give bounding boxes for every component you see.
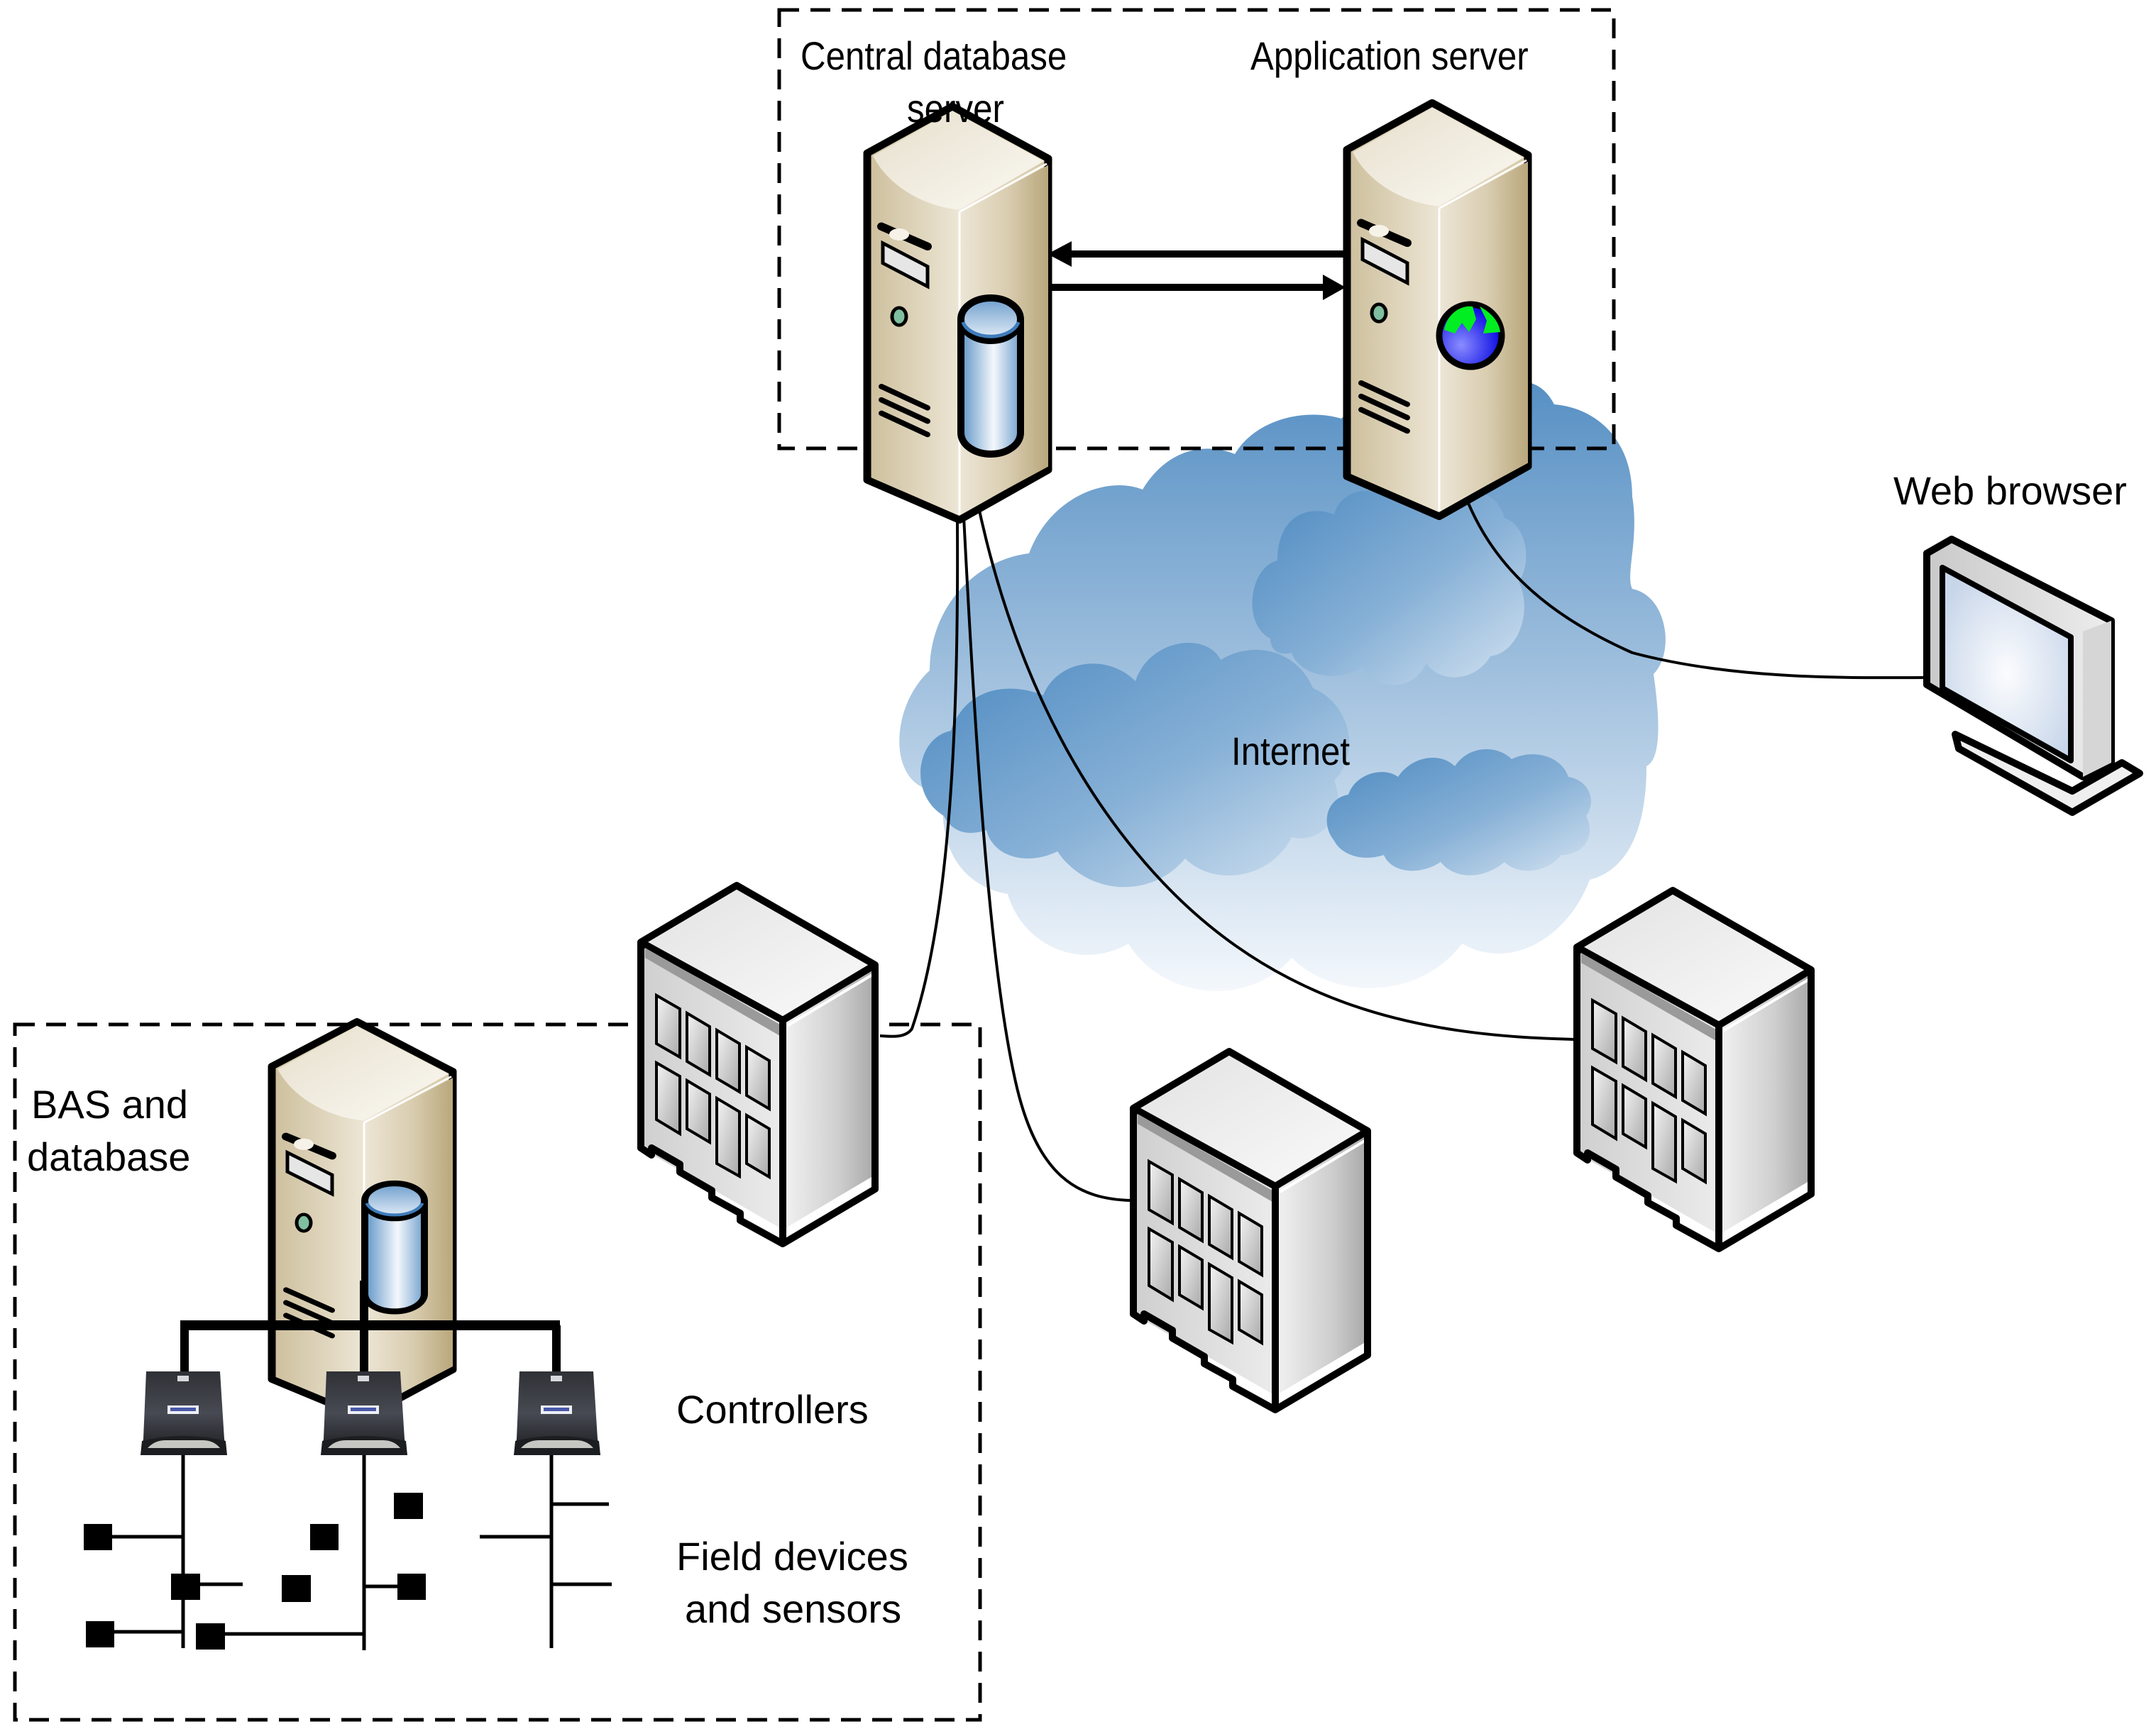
internet-label-group: Internet xyxy=(1231,729,1350,774)
cloud-front-left xyxy=(920,643,1350,888)
field-devices xyxy=(84,1493,426,1650)
cloud-front-right xyxy=(1326,749,1591,875)
controller-bus xyxy=(180,1281,561,1373)
sensor-icon[interactable] xyxy=(171,1574,200,1600)
internet-cloud xyxy=(899,382,1666,991)
field-device-wiring xyxy=(111,1455,612,1650)
cloud-front-top xyxy=(1252,480,1527,685)
sensor-icon[interactable] xyxy=(86,1621,114,1647)
server-tower-icon xyxy=(1347,103,1528,517)
monitor-screen xyxy=(1940,565,2074,763)
building-2[interactable] xyxy=(1133,1051,1368,1410)
database-icon xyxy=(365,1183,424,1311)
arrow-db-to-app xyxy=(1045,275,1346,300)
building-1[interactable] xyxy=(641,885,875,1244)
sensor-icon[interactable] xyxy=(394,1493,423,1519)
database-icon xyxy=(961,298,1021,454)
sensor-icon[interactable] xyxy=(397,1574,426,1600)
central-servers-group-box xyxy=(777,8,1616,451)
controller-2[interactable] xyxy=(321,1371,407,1455)
central-database-server[interactable] xyxy=(867,106,1048,520)
controllers-label: Controllers xyxy=(676,1387,869,1432)
sensor-icon[interactable] xyxy=(196,1623,225,1650)
web-browser-monitor[interactable] xyxy=(1923,536,2143,816)
monitor-stand xyxy=(1952,731,2143,816)
controller-1[interactable] xyxy=(141,1371,227,1455)
globe-icon xyxy=(1436,301,1505,370)
central-db-label-line1: Central database xyxy=(801,33,1067,78)
bas-label-line2: database xyxy=(27,1134,191,1179)
bas-label-line1: BAS and xyxy=(31,1082,189,1127)
sensor-icon[interactable] xyxy=(84,1524,112,1550)
app-server-label: Application server xyxy=(1250,33,1529,78)
building-3[interactable] xyxy=(1577,890,1811,1249)
bas-group-box xyxy=(13,1022,982,1722)
controller-3[interactable] xyxy=(514,1371,600,1455)
application-server[interactable] xyxy=(1347,103,1528,517)
web-browser-label: Web browser xyxy=(1893,468,2127,513)
internet-label: Internet xyxy=(1231,729,1350,774)
link-central-db-to-building-2 xyxy=(956,388,1132,1202)
central-db-label-line2: server xyxy=(907,86,1004,131)
sensor-icon[interactable] xyxy=(282,1575,311,1602)
link-central-db-to-building-3 xyxy=(958,388,1575,1041)
sensor-icon[interactable] xyxy=(310,1524,339,1550)
field-devices-label-line1: Field devices xyxy=(676,1534,908,1579)
field-devices-label-line2: and sensors xyxy=(685,1586,902,1631)
